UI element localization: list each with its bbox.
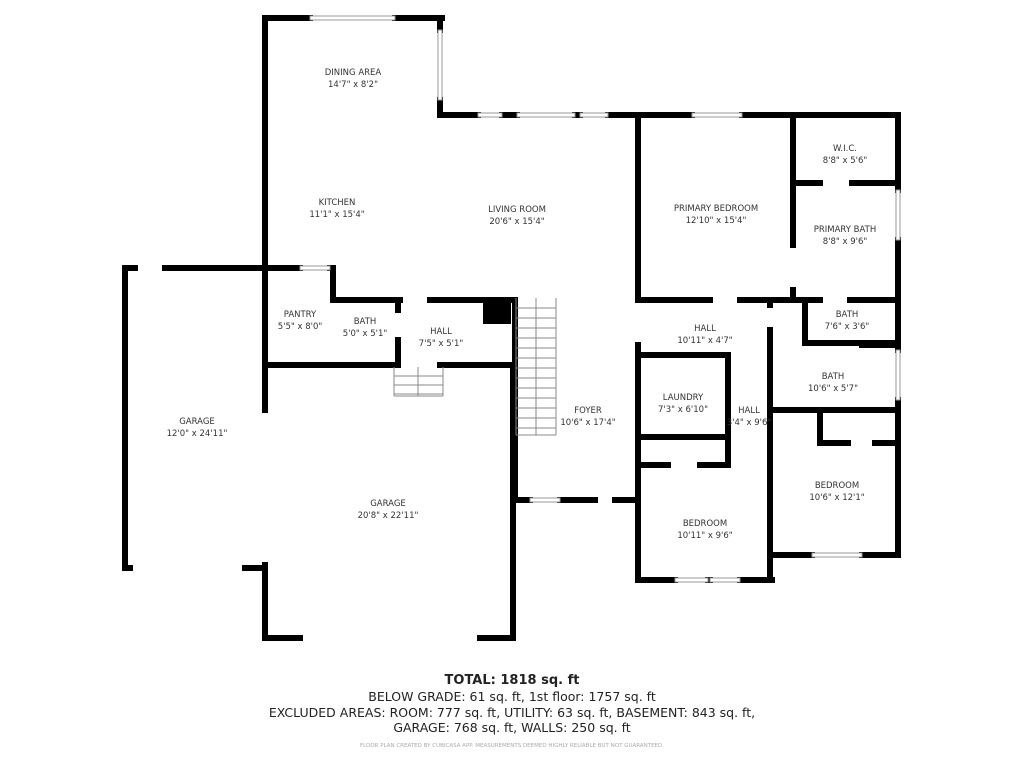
excluded-areas: EXCLUDED AREAS: ROOM: 777 sq. ft, UTILIT… — [268, 705, 756, 720]
window — [674, 577, 709, 583]
window — [529, 497, 561, 503]
window — [811, 552, 863, 558]
window — [579, 112, 609, 118]
credit-note: FLOOR PLAN CREATED BY CUBICASA APP. MEAS… — [359, 743, 665, 749]
window — [709, 577, 741, 583]
excluded-areas-cont: GARAGE: 768 sq. ft, WALLS: 250 sq. ft — [393, 720, 631, 735]
window — [299, 265, 331, 271]
window — [895, 349, 901, 401]
column-block — [483, 298, 511, 324]
window — [691, 112, 743, 118]
floor-plan — [122, 15, 901, 641]
room-label-wic: W.I.C.8'8" x 5'6" — [822, 144, 868, 166]
area-breakdown: BELOW GRADE: 61 sq. ft, 1st floor: 1757 … — [368, 689, 656, 704]
window — [437, 29, 443, 101]
window — [309, 15, 396, 21]
window — [477, 112, 503, 118]
stairs — [393, 298, 557, 436]
window — [516, 112, 576, 118]
walls — [122, 15, 901, 641]
total-area: TOTAL: 1818 sq. ft — [444, 673, 580, 688]
window — [895, 189, 901, 241]
windows-and-doors — [299, 15, 901, 583]
